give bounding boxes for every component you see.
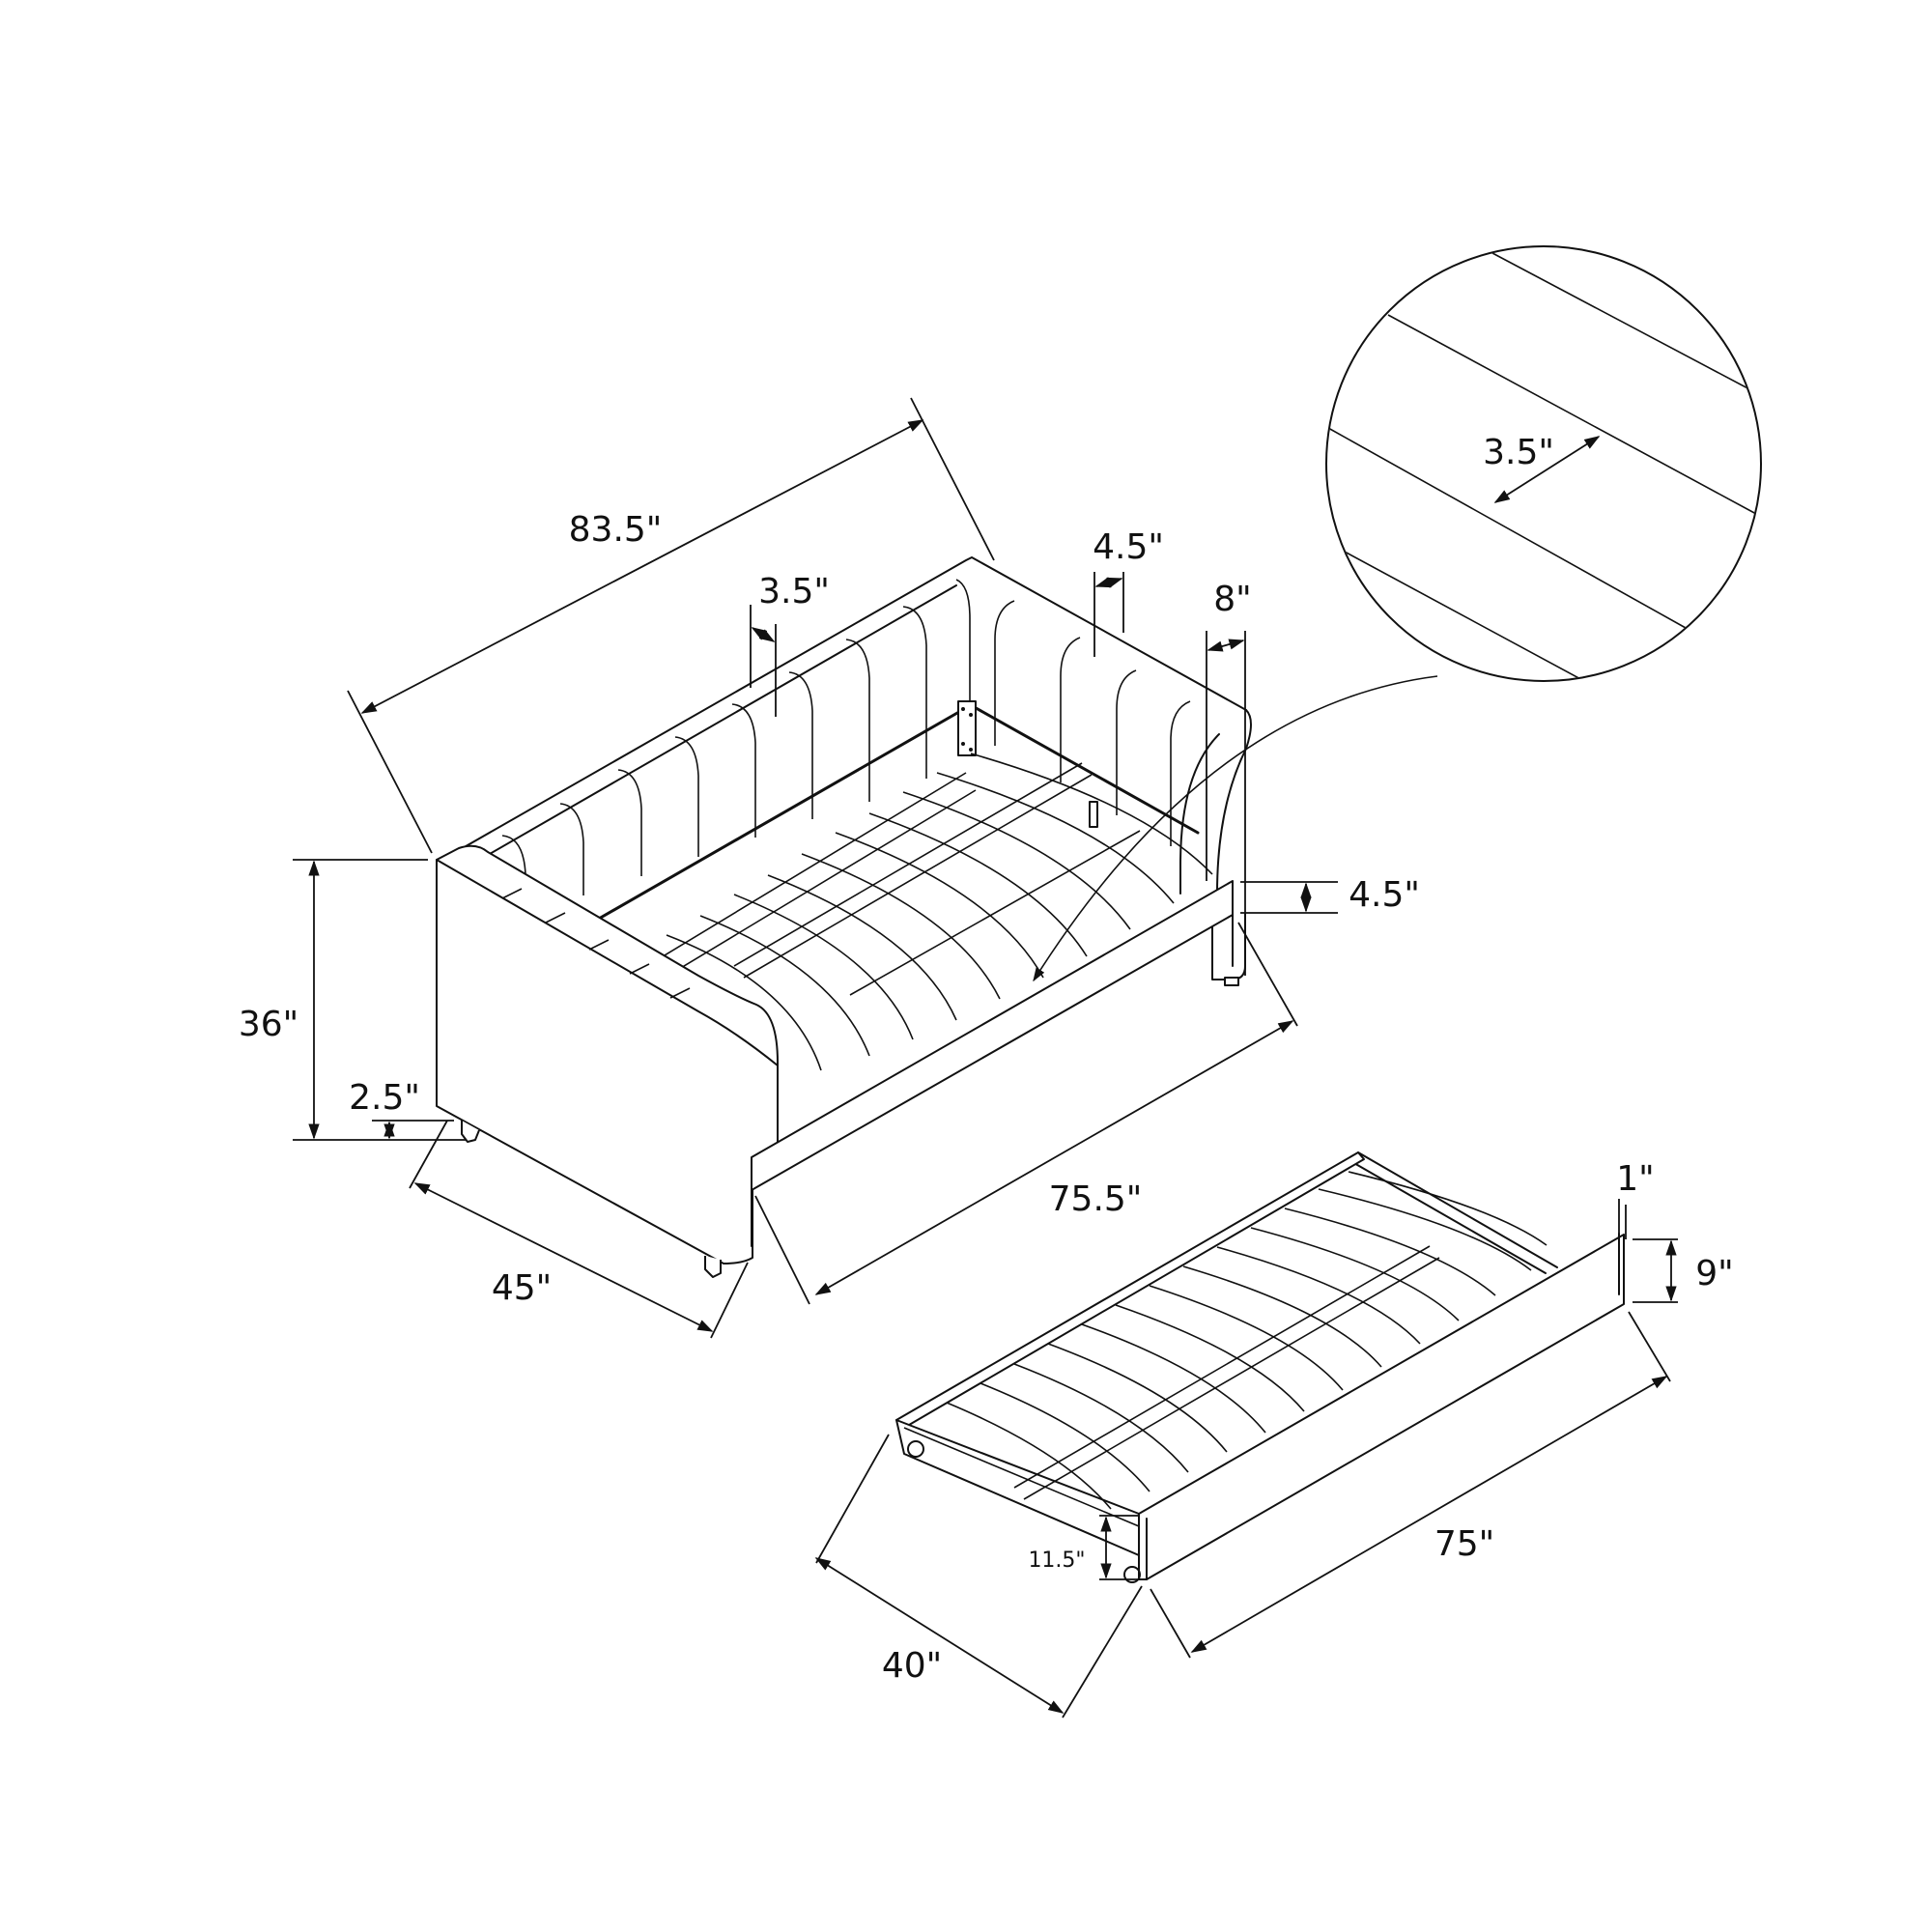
label-trundle-width: 40"	[882, 1646, 942, 1686]
label-overall-length: 83.5"	[569, 510, 663, 550]
label-trundle-side-height: 9"	[1695, 1254, 1733, 1293]
label-overall-depth: 45"	[492, 1268, 552, 1308]
trundle-dimensions	[814, 1199, 1678, 1719]
caster-wheel	[907, 1440, 924, 1458]
daybed-backrest	[453, 556, 1252, 986]
arm-channels	[994, 600, 1191, 846]
daybed-slats	[617, 753, 1213, 1073]
daybed-left-arm	[436, 844, 779, 1278]
label-rail-length: 75.5"	[1049, 1179, 1143, 1219]
label-trundle-length: 75"	[1434, 1524, 1494, 1564]
label-arm-width: 8"	[1213, 580, 1251, 619]
slat-detail-callout	[1325, 245, 1762, 682]
slat-list	[632, 753, 1213, 1073]
foot	[461, 1121, 480, 1143]
dimension-labels: 83.5" 3.5" 4.5" 8" 4.5" 36" 2.5" 45" 75.…	[239, 433, 1734, 1686]
label-trundle-side-thickness: 1"	[1616, 1159, 1654, 1199]
daybed-side-rail	[751, 880, 1234, 1247]
daybed	[436, 556, 1438, 1278]
callout-leader	[1033, 675, 1438, 982]
label-leg-height: 2.5"	[349, 1078, 420, 1118]
caster-wheel	[1123, 1566, 1141, 1583]
detail-circle	[1325, 245, 1762, 682]
trundle-front-panel	[1138, 1234, 1625, 1580]
label-channel-width-right: 4.5"	[1093, 527, 1164, 567]
label-overall-height: 36"	[239, 1005, 298, 1044]
trundle	[895, 1151, 1625, 1583]
corner-bracket	[957, 700, 977, 756]
label-channel-width: 3.5"	[758, 572, 830, 611]
label-rail-height: 4.5"	[1349, 875, 1420, 915]
label-detail-slat-width: 3.5"	[1483, 433, 1554, 472]
daybed-dimensions	[293, 397, 1338, 1339]
label-trundle-total-height: 11.5"	[1028, 1548, 1085, 1573]
backrest-channels	[501, 579, 971, 924]
